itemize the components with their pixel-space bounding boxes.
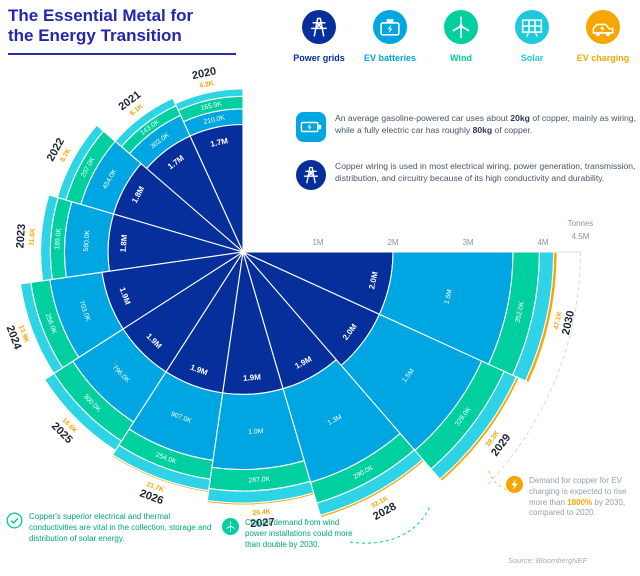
year-label-2027: 2027 [250,516,275,530]
legend-label: Power grids [293,53,345,63]
info-bold: 80kg [472,125,493,136]
legend-label: EV charging [576,53,630,63]
title-line-2: the Energy Transition [8,26,182,46]
value-label-2030-ev-batteries: 1.6M [444,288,454,305]
ev-charging-icon [586,10,620,44]
footnote-wind: Copper demand from wind power installati… [222,518,354,550]
info-card-text: An average gasoline-powered car uses abo… [335,112,640,137]
page-title: The Essential Metal for the Energy Trans… [8,6,236,56]
source-credit: Source: BloombergNEF [508,556,588,565]
value-label-2027-ev-batteries: 1.0M [248,428,264,436]
footnote-bold: 1000% [567,497,593,507]
value-label-2030-power-grids: 2.0M [367,270,380,290]
value-label-2030-ev-charging: 47.1K [553,311,564,330]
year-label-2020: 2020 [191,65,217,82]
tick-label: 2M [387,238,398,247]
segment-2020-ev-charging [174,87,244,105]
value-label-2023-power-grids: 1.8M [119,234,129,253]
value-label-2027-ev-charging: 26.4K [252,509,271,517]
legend-item-ev-batteries: EV batteries [357,10,423,63]
value-label-2023-wind: 189.0K [54,227,63,249]
power-grid-icon [302,10,336,44]
footnote-text-part: Demand for copper for EV charging is exp… [529,476,627,507]
segment-2023-ev-charging [39,193,50,282]
value-label-2027-power-grids: 1.9M [243,373,262,383]
value-label-2027-wind: 287.0K [248,476,270,485]
tick-label: 1M [312,238,323,247]
info-text: of copper, mainly as wiring, while a ful… [335,113,636,136]
tick-label: 4M [537,238,548,247]
segment-2021-ev-charging [114,96,174,143]
footnote-text: Copper demand from wind power installati… [245,518,353,549]
legend-item-wind: Wind [428,10,494,63]
footnote-text: Demand for copper for EV charging is exp… [529,476,636,519]
legend-item-ev-charging: EV charging [570,10,636,63]
value-label-2020-wind: 165.9K [200,101,223,113]
lightning-icon [506,476,523,493]
info-text: of copper. [492,125,533,136]
footnote-text-part: by 2030, compared to 2020. [529,497,626,518]
solar-panel-icon [515,10,549,44]
footnote-text: Copper's superior electrical and thermal… [29,512,212,543]
check-icon [6,512,23,529]
footnote-ev-charging: Demand for copper for EV charging is exp… [506,476,636,519]
year-label-2023: 2023 [14,223,28,248]
legend-item-solar: Solar [499,10,565,63]
value-label-2030-wind: 352.0K [514,301,526,324]
info-text: An average gasoline-powered car uses abo… [335,113,511,123]
segment-2026-ev-charging [110,454,210,494]
value-label-2020-ev-batteries: 210.0K [203,114,226,126]
info-bold: 20kg [510,113,530,123]
footnote-solar: Copper's superior electrical and thermal… [6,512,220,544]
legend: Power grids EV batteries Wind [286,10,636,63]
ev-battery-icon [296,112,326,142]
segment-2025-ev-charging [42,378,117,453]
value-label-2023-ev-batteries: 580.0K [83,229,92,251]
info-card-car: An average gasoline-powered car uses abo… [296,112,640,142]
tick-label: 3M [462,238,473,247]
segment-2027-ev-charging [206,492,315,506]
tick-label: 4.5M [572,232,590,241]
wind-turbine-icon [444,10,478,44]
wind-note-connector [349,505,431,544]
legend-label: Solar [520,53,544,63]
segment-2022-ev-charging [55,124,98,199]
value-label-2020-ev-charging: 4.2K [199,80,215,90]
wind-turbine-icon [222,518,239,535]
legend-label: EV batteries [363,53,417,63]
title-line-1: The Essential Metal for [8,6,194,25]
value-label-2023-ev-charging: 11.6K [29,228,37,246]
max-gridline-arc [485,251,581,487]
axis-unit-label: Tonnes [568,219,594,228]
segment-2028-ev-charging [319,458,426,519]
ev-battery-icon [373,10,407,44]
legend-item-power-grids: Power grids [286,10,352,63]
info-card-wiring: Copper wiring is used in most electrical… [296,160,640,190]
power-grid-icon [296,160,326,190]
legend-label: Wind [450,53,472,63]
segment-2024-ev-charging [18,283,55,375]
info-card-text: Copper wiring is used in most electrical… [335,161,636,184]
segment-2030-ev-charging [524,251,558,384]
segment-2029-ev-charging [439,376,520,483]
year-label-2030: 2030 [560,310,577,336]
value-label-2020-power-grids: 1.7M [210,136,230,149]
ev-note-connector [487,467,513,493]
